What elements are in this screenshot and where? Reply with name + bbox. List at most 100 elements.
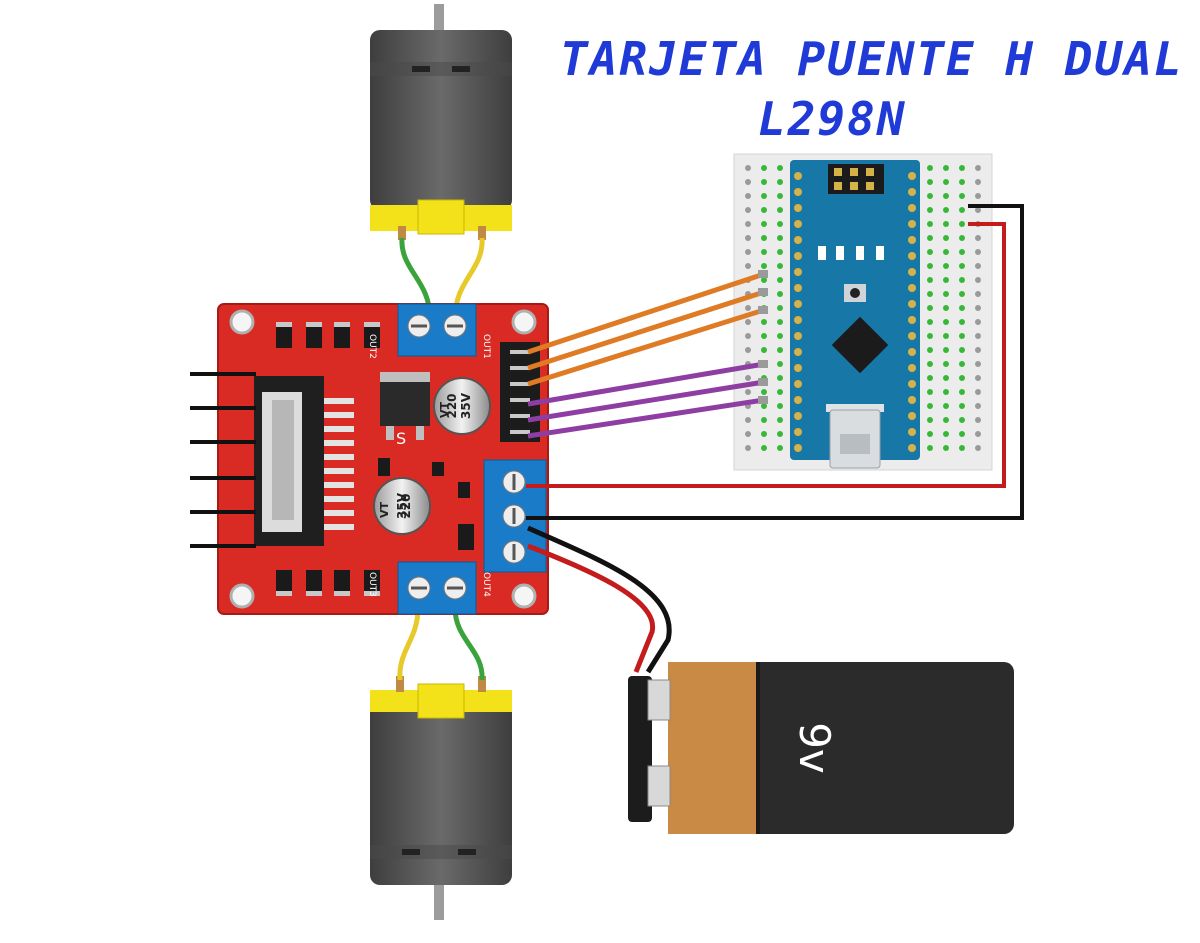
breadboard-hole	[975, 417, 981, 423]
nano-pin	[794, 172, 802, 180]
arduino-nano	[790, 160, 920, 469]
breadboard-hole	[777, 417, 783, 423]
out1-label: OUT1	[481, 334, 491, 359]
breadboard-hole	[943, 403, 949, 409]
nano-pin	[908, 220, 916, 228]
breadboard-hole	[927, 417, 933, 423]
breadboard-hole	[777, 291, 783, 297]
breadboard-hole	[927, 431, 933, 437]
nano-pin	[794, 284, 802, 292]
breadboard-hole	[943, 361, 949, 367]
breadboard-hole	[761, 221, 767, 227]
breadboard-hole	[959, 375, 965, 381]
nano-pin	[908, 396, 916, 404]
breadboard-hole	[959, 417, 965, 423]
breadboard-hole	[745, 235, 751, 241]
breadboard-hole	[927, 179, 933, 185]
breadboard-hole	[975, 375, 981, 381]
nano-pin	[794, 236, 802, 244]
breadboard-hole	[959, 291, 965, 297]
breadboard-hole	[761, 249, 767, 255]
nano-pin	[908, 188, 916, 196]
breadboard-hole	[927, 333, 933, 339]
breadboard-hole	[959, 193, 965, 199]
breadboard-hole	[975, 165, 981, 171]
nano-pin	[908, 412, 916, 420]
breadboard-hole	[777, 193, 783, 199]
breadboard-hole	[927, 221, 933, 227]
breadboard-hole	[777, 333, 783, 339]
breadboard-hole	[927, 263, 933, 269]
nano-pin	[908, 252, 916, 260]
breadboard-hole	[927, 361, 933, 367]
breadboard-hole	[975, 291, 981, 297]
breadboard-hole	[745, 221, 751, 227]
cap1-voltage: 35V	[459, 392, 473, 419]
nano-pin	[908, 348, 916, 356]
breadboard-hole	[745, 249, 751, 255]
nano-pin	[794, 188, 802, 196]
breadboard-hole	[975, 319, 981, 325]
breadboard-hole	[959, 403, 965, 409]
breadboard-hole	[943, 277, 949, 283]
breadboard-hole	[777, 389, 783, 395]
breadboard-hole	[777, 347, 783, 353]
out2-label: OUT2	[367, 334, 377, 359]
breadboard-hole	[959, 249, 965, 255]
nano-pin	[908, 284, 916, 292]
nano-pin	[908, 204, 916, 212]
breadboard-hole	[959, 431, 965, 437]
breadboard-hole	[927, 403, 933, 409]
breadboard-hole	[927, 277, 933, 283]
breadboard-hole	[761, 319, 767, 325]
breadboard-hole	[943, 179, 949, 185]
breadboard-hole	[959, 319, 965, 325]
breadboard-hole	[959, 235, 965, 241]
breadboard-hole	[927, 207, 933, 213]
breadboard-hole	[943, 207, 949, 213]
breadboard-hole	[761, 235, 767, 241]
breadboard-hole	[975, 403, 981, 409]
breadboard-hole	[777, 361, 783, 367]
breadboard-hole	[745, 263, 751, 269]
signal-wires	[527, 271, 765, 439]
breadboard-hole	[745, 179, 751, 185]
breadboard-hole	[745, 347, 751, 353]
breadboard-hole	[745, 319, 751, 325]
breadboard-hole	[777, 277, 783, 283]
breadboard-hole	[927, 375, 933, 381]
nano-pin	[908, 444, 916, 452]
breadboard-hole	[927, 235, 933, 241]
breadboard-hole	[761, 417, 767, 423]
nano-pin	[794, 412, 802, 420]
nano-pin	[794, 332, 802, 340]
power-wires-logic	[526, 204, 1024, 520]
breadboard-hole	[959, 333, 965, 339]
breadboard-hole	[745, 431, 751, 437]
breadboard-hole	[975, 207, 981, 213]
nano-pin	[794, 268, 802, 276]
breadboard-hole	[959, 165, 965, 171]
breadboard-hole	[975, 193, 981, 199]
nano-pin	[794, 204, 802, 212]
breadboard-hole	[777, 263, 783, 269]
nano-pin	[908, 236, 916, 244]
breadboard-hole	[943, 319, 949, 325]
breadboard-hole	[745, 445, 751, 451]
breadboard-hole	[943, 445, 949, 451]
breadboard-hole	[927, 165, 933, 171]
breadboard-hole	[927, 389, 933, 395]
breadboard-hole	[777, 207, 783, 213]
cap1-type: VT	[438, 402, 451, 419]
breadboard-hole	[975, 305, 981, 311]
breadboard-hole	[975, 249, 981, 255]
out4-label: OUT4	[481, 572, 491, 597]
breadboard-hole	[943, 347, 949, 353]
battery-9v: 9v	[628, 662, 1014, 834]
breadboard-hole	[943, 305, 949, 311]
breadboard-hole	[943, 291, 949, 297]
nano-pin	[908, 380, 916, 388]
breadboard-hole	[777, 249, 783, 255]
breadboard-hole	[975, 389, 981, 395]
nano-pin	[794, 428, 802, 436]
